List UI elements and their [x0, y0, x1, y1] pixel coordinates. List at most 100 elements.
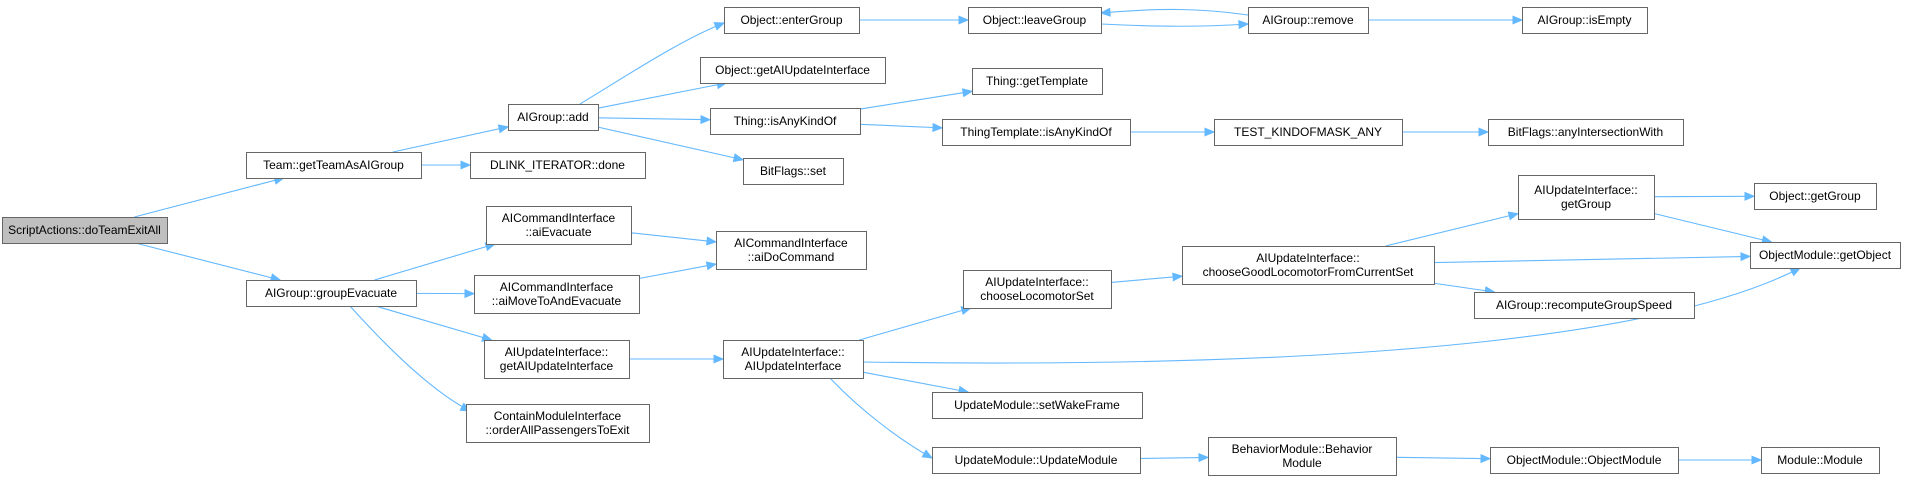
- edge-line: [630, 232, 717, 243]
- edge-aigroup_add-to-object_enterGroup: [579, 22, 726, 105]
- edge-behaviormod_ctor-to-objectmod_ctor: [1395, 453, 1492, 464]
- node-box: [1754, 183, 1877, 210]
- node-objectmod-ctor[interactable]: ObjectModule::ObjectModule: [1490, 447, 1679, 474]
- edge-aiupd_getGroup-to-object_getGroup: [1653, 191, 1756, 201]
- node-label: Module: [1282, 456, 1322, 470]
- node-dlink-done[interactable]: DLINK_ITERATOR::done: [470, 152, 646, 179]
- edge-arrowhead: [1512, 15, 1524, 25]
- edge-aiupd_getAIUpdateInterface-to-aiupd_ctor: [629, 354, 725, 364]
- edge-arrowhead: [961, 88, 974, 98]
- node-aicmd-aiEvacuate[interactable]: AICommandInterface::aiEvacuate: [486, 206, 632, 245]
- node-label: ScriptActions::doTeamExitAll: [8, 223, 161, 237]
- edge-test_kindofmask_any-to-bitflags_anyIntersectionWith: [1402, 127, 1490, 137]
- node-box: [1214, 119, 1403, 146]
- node-aiupd-getAIUpdateInterface[interactable]: AIUpdateInterface::getAIUpdateInterface: [484, 340, 630, 379]
- edge-object_leaveGroup-to-aigroup_remove: [1100, 20, 1250, 30]
- node-thing-isAnyKindOf[interactable]: Thing::isAnyKindOf: [710, 108, 861, 135]
- edge-aiupd_ctor-to-aiupd_chooseLocomotorSet: [859, 306, 973, 341]
- node-aicmd-aiMoveToAndEvacuate[interactable]: AICommandInterface::aiMoveToAndEvacuate: [474, 275, 640, 314]
- node-label: Module::Module: [1777, 453, 1863, 467]
- edge-line: [597, 82, 727, 109]
- node-aiupd-getGroup[interactable]: AIUpdateInterface::getGroup: [1518, 175, 1655, 220]
- edge-arrowhead: [1198, 453, 1210, 463]
- edge-line: [862, 267, 1801, 364]
- node-label: Thing::isAnyKindOf: [734, 114, 837, 128]
- edge-aigroup_add-to-thing_isAnyKindOf: [597, 114, 712, 125]
- edge-line: [1100, 8, 1249, 16]
- edge-line: [1433, 282, 1495, 293]
- edge-arrowhead: [713, 22, 726, 31]
- node-label: BitFlags::anyIntersectionWith: [1508, 125, 1663, 139]
- edge-aiupd_chooseGoodLocomotor-to-aiupd_getGroup: [1385, 211, 1520, 247]
- node-aiupd-ctor[interactable]: AIUpdateInterface::AIUpdateInterface: [723, 340, 864, 379]
- edge-line: [859, 123, 943, 129]
- node-behaviormod-ctor[interactable]: BehaviorModule::BehaviorModule: [1208, 437, 1397, 476]
- node-label: AIUpdateInterface::: [985, 275, 1088, 289]
- edge-arrowhead: [1751, 455, 1763, 465]
- node-aiupd-chooseLocomotorSet[interactable]: AIUpdateInterface::chooseLocomotorSet: [963, 270, 1112, 309]
- edge-line: [1100, 23, 1249, 27]
- node-label: getAIUpdateInterface: [500, 359, 614, 373]
- edge-arrowhead: [1744, 191, 1756, 201]
- node-bitflags-anyIntersectionWith[interactable]: BitFlags::anyIntersectionWith: [1488, 119, 1684, 146]
- edge-object_enterGroup-to-object_leaveGroup: [859, 15, 970, 25]
- node-box: [466, 404, 650, 443]
- edge-line: [829, 377, 933, 459]
- edge-arrowhead: [1204, 127, 1216, 137]
- node-box: [486, 206, 632, 245]
- edge-line: [859, 90, 973, 110]
- node-team-getTeamAsAIGroup[interactable]: Team::getTeamAsAIGroup: [246, 152, 422, 179]
- node-bitflags-set[interactable]: BitFlags::set: [743, 158, 844, 185]
- node-updmod-ctor[interactable]: UpdateModule::UpdateModule: [932, 447, 1141, 474]
- node-box: [710, 108, 861, 135]
- node-object-leaveGroup[interactable]: Object::leaveGroup: [968, 7, 1102, 34]
- node-aiupd-chooseGoodLocomotor[interactable]: AIUpdateInterface::chooseGoodLocomotorFr…: [1182, 246, 1435, 285]
- node-label: ::aiDoCommand: [748, 250, 835, 264]
- node-updmod-setWakeFrame[interactable]: UpdateModule::setWakeFrame: [932, 392, 1143, 419]
- node-objectmod-getObject[interactable]: ObjectModule::getObject: [1750, 242, 1901, 269]
- edge-team_getTeamAsAIGroup-to-aigroup_add: [392, 124, 510, 153]
- edge-arrowhead: [713, 354, 725, 364]
- node-root[interactable]: ScriptActions::doTeamExitAll: [2, 217, 168, 244]
- edge-objectmod_ctor-to-module_ctor: [1678, 455, 1763, 465]
- node-aigroup-add[interactable]: AIGroup::add: [508, 104, 599, 131]
- node-aigroup-groupEvacuate[interactable]: AIGroup::groupEvacuate: [246, 280, 417, 307]
- node-box: [932, 447, 1141, 474]
- node-contain-orderAll[interactable]: ContainModuleInterface::orderAllPassenge…: [466, 404, 650, 443]
- node-aigroup-recomputeGroupSpeed[interactable]: AIGroup::recomputeGroupSpeed: [1474, 292, 1695, 319]
- edge-aigroup_groupEvacuate-to-aicmd_aiMoveToAndEvacuate: [415, 289, 476, 299]
- edge-aicmd_aiMoveToAndEvacuate-to-aicmd_aiDoCommand: [638, 261, 718, 280]
- edge-aiupd_chooseGoodLocomotor-to-objectmod_getObject: [1433, 252, 1752, 264]
- edge-line: [859, 307, 971, 341]
- node-aicmd-aiDoCommand[interactable]: AICommandInterface::aiDoCommand: [716, 231, 867, 270]
- edge-aigroup_remove-to-object_leaveGroup: [1099, 7, 1249, 17]
- node-module-ctor[interactable]: Module::Module: [1761, 447, 1880, 474]
- node-box: [1750, 242, 1901, 269]
- node-object-enterGroup[interactable]: Object::enterGroup: [724, 7, 860, 34]
- node-object-getGroup[interactable]: Object::getGroup: [1754, 183, 1877, 210]
- node-box: [723, 340, 864, 379]
- node-aigroup-remove[interactable]: AIGroup::remove: [1248, 7, 1369, 34]
- edge-arrowhead: [706, 236, 718, 246]
- node-box: [932, 392, 1143, 419]
- node-thingtemplate-isAnyKindOf[interactable]: ThingTemplate::isAnyKindOf: [942, 119, 1131, 146]
- node-label: BitFlags::set: [760, 164, 827, 178]
- node-test-kindofmask-any[interactable]: TEST_KINDOFMASK_ANY: [1214, 119, 1403, 146]
- edge-line: [1110, 275, 1183, 283]
- edge-aiupd_ctor-to-updmod_setWakeFrame: [862, 371, 970, 395]
- call-nodes: ScriptActions::doTeamExitAll Team::getTea…: [2, 7, 1901, 476]
- edge-line: [1653, 212, 1772, 243]
- edge-arrowhead: [1478, 127, 1490, 137]
- node-box: [1490, 447, 1679, 474]
- edge-aicmd_aiEvacuate-to-aicmd_aiDoCommand: [630, 232, 718, 246]
- edge-line: [597, 126, 744, 161]
- node-aigroup-isEmpty[interactable]: AIGroup::isEmpty: [1522, 7, 1648, 34]
- node-label: AIUpdateInterface::: [505, 345, 608, 359]
- edge-thingtemplate_isAnyKindOf-to-test_kindofmask_any: [1130, 127, 1216, 137]
- node-label: Object::getAIUpdateInterface: [715, 63, 870, 77]
- node-label: AICommandInterface: [500, 280, 614, 294]
- edge-arrowhead: [1238, 20, 1250, 30]
- node-object-getAIUpdateInterface[interactable]: Object::getAIUpdateInterface: [700, 57, 886, 84]
- node-thing-getTemplate[interactable]: Thing::getTemplate: [972, 68, 1103, 95]
- edge-arrowhead: [464, 289, 476, 299]
